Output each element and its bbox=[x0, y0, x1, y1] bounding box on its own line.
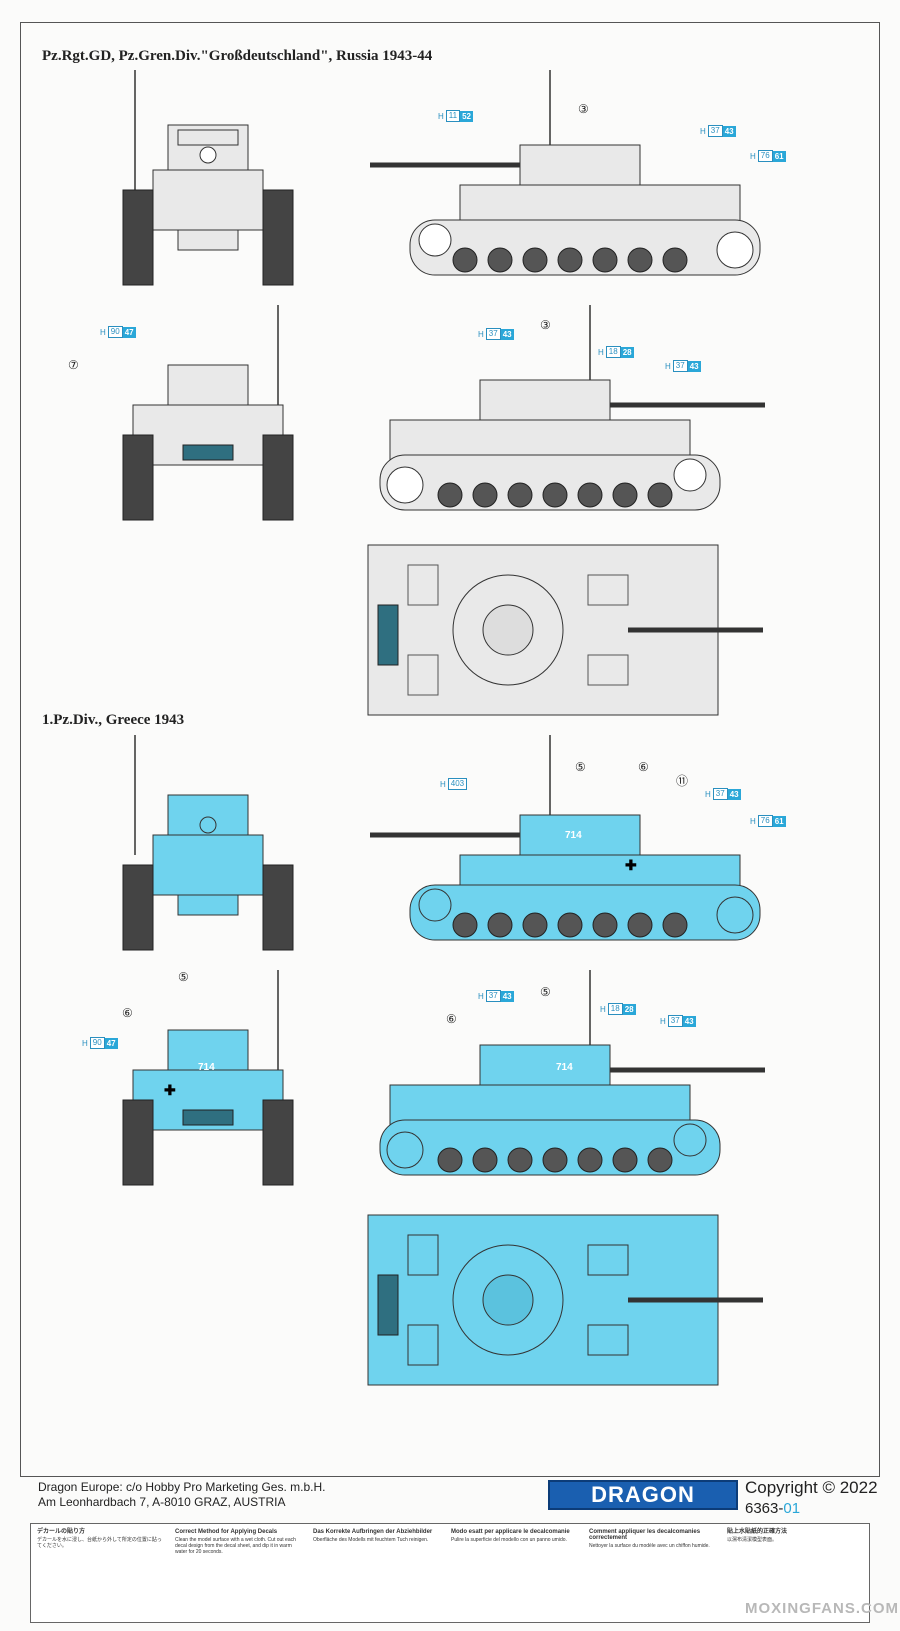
tank-side-view-gray-left bbox=[379, 305, 765, 511]
instructions-french: Comment appliquer les decalcomanies corr… bbox=[589, 1529, 710, 1549]
callout-11: ⑪ bbox=[676, 774, 689, 788]
tank-front-view-blue bbox=[122, 735, 294, 951]
address-line-2: Am Leonhardbach 7, A-8010 GRAZ, AUSTRIA bbox=[38, 1495, 286, 1509]
callout-3: ③ bbox=[540, 318, 551, 332]
callout-6: ⑥ bbox=[446, 1012, 457, 1026]
tank-side-view-blue-right: ✚ bbox=[370, 735, 761, 941]
callout-6: ⑥ bbox=[122, 1006, 133, 1020]
dragon-logo: DRAGON bbox=[548, 1480, 738, 1510]
callout-5: ⑤ bbox=[178, 970, 189, 984]
svg-text:✚: ✚ bbox=[625, 857, 637, 873]
tank-front-view-gray bbox=[122, 70, 294, 286]
tank-side-view-gray-right bbox=[370, 70, 761, 276]
copyright: Copyright © 2022 bbox=[745, 1478, 878, 1497]
instructions-german: Das Korrekte Aufbringen der Abziehbilder… bbox=[313, 1529, 433, 1543]
instructions-chinese: 貼上水貼紙的正確方法以濕布清潔模型表面。 bbox=[727, 1529, 788, 1543]
tank-rear-view-blue: ✚ bbox=[122, 970, 294, 1186]
tank-top-view-gray bbox=[367, 544, 763, 716]
svg-text:✚: ✚ bbox=[164, 1082, 176, 1098]
section-title-greece: 1.Pz.Div., Greece 1943 bbox=[42, 712, 185, 728]
callout-5: ⑤ bbox=[575, 760, 586, 774]
tank-number: 714 bbox=[198, 1062, 215, 1073]
instructions-japanese: デカールの貼り方デカールを水に浸し、台紙から外して所定の位置に貼ってください。 bbox=[37, 1529, 162, 1549]
tank-rear-view-gray bbox=[122, 305, 294, 521]
section-title-gd: Pz.Rgt.GD, Pz.Gren.Div."Großdeutschland"… bbox=[42, 48, 433, 64]
footer-address: Dragon Europe: c/o Hobby Pro Marketing G… bbox=[38, 1480, 325, 1510]
watermark: MOXINGFANS.COM bbox=[745, 1600, 900, 1617]
product-code: 6363-01 bbox=[745, 1500, 801, 1517]
instructions-italian: Modo esatt per applicare le decalcomanie… bbox=[451, 1529, 570, 1543]
tank-side-view-blue-left bbox=[379, 970, 765, 1176]
callout-3: ③ bbox=[578, 102, 589, 116]
decal-instructions-box: デカールの貼り方デカールを水に浸し、台紙から外して所定の位置に貼ってください。 … bbox=[30, 1523, 870, 1623]
tank-number: 714 bbox=[565, 830, 582, 841]
callout-5: ⑤ bbox=[540, 985, 551, 999]
address-line-1: Dragon Europe: c/o Hobby Pro Marketing G… bbox=[38, 1480, 326, 1494]
tank-top-view-blue bbox=[367, 1214, 763, 1386]
callout-7: ⑦ bbox=[68, 358, 79, 372]
tank-number: 714 bbox=[556, 1062, 573, 1073]
page-border bbox=[20, 22, 880, 1477]
callout-6: ⑥ bbox=[638, 760, 649, 774]
